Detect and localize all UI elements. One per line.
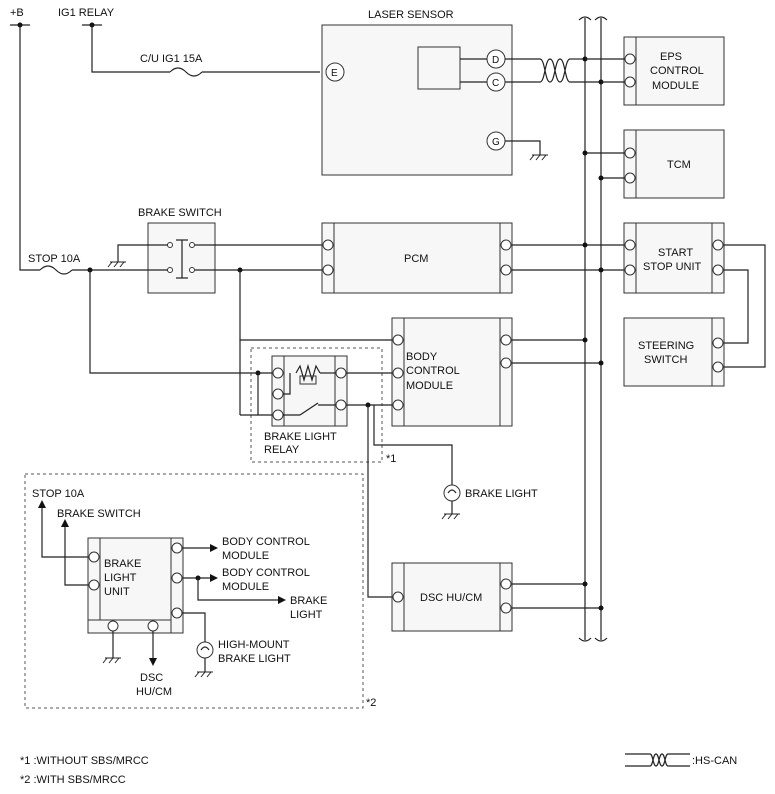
brake-switch: BRAKE SWITCH — [107, 207, 322, 294]
high-mount-label-line2: BRAKE LIGHT — [218, 653, 291, 665]
inset-bcm2-label-line2: MODULE — [222, 581, 269, 593]
plus-b-feed: +B STOP 10A — [10, 7, 148, 275]
hs-can-bus — [578, 16, 608, 642]
laser-sensor: LASER SENSOR E D C G — [321, 9, 548, 176]
inset-dsc-label-line1: DSC — [140, 672, 163, 684]
pcm-module: PCM — [321, 222, 624, 294]
ground-icon — [107, 261, 126, 268]
high-mount-label-line1: HIGH-MOUNT — [218, 639, 290, 651]
bcm-label-line1: BODY — [406, 351, 438, 363]
ground-icon — [194, 671, 213, 678]
steering-label-line2: SWITCH — [644, 354, 687, 366]
blu-label-line3: UNIT — [104, 586, 130, 598]
tcm-module: TCM — [582, 129, 725, 199]
brake-light-relay-label-line1: BRAKE LIGHT — [264, 431, 337, 443]
start-stop-label-line2: STOP UNIT — [643, 261, 702, 273]
ref-1-label: *1 — [386, 453, 396, 465]
inset-dsc-label-line2: HU/CM — [136, 686, 172, 698]
inset-bcm1-label-line2: MODULE — [222, 550, 269, 562]
eps-label-line3: MODULE — [652, 80, 699, 92]
ref-2-label: *2 — [366, 697, 376, 709]
laser-sensor-label: LASER SENSOR — [368, 9, 454, 21]
inset-bcm2-label-line1: BODY CONTROL — [222, 567, 310, 579]
tcm-label: TCM — [667, 159, 691, 171]
inset-stop-10a-label: STOP 10A — [32, 488, 85, 500]
legend-hscan-label: :HS-CAN — [692, 755, 737, 767]
inset-brake-light-label-line2: LIGHT — [290, 609, 323, 621]
bcm-label-line3: MODULE — [406, 380, 453, 392]
note-2: *2 :WITH SBS/MRCC — [20, 774, 126, 786]
blu-label-line2: LIGHT — [104, 572, 137, 584]
bcm-label-line2: CONTROL — [406, 365, 460, 377]
ig1-relay-label: IG1 RELAY — [58, 7, 115, 19]
blu-label-line1: BRAKE — [104, 558, 141, 570]
relay-wiring — [89, 270, 453, 598]
ig1-relay-feed: IG1 RELAY C/U IG1 15A — [58, 7, 320, 77]
inset-brake-light-label-line1: BRAKE — [290, 595, 327, 607]
ground-icon — [441, 513, 460, 520]
pin-d-label: D — [492, 55, 499, 66]
steering-label-line1: STEERING — [638, 340, 694, 352]
dsc-label: DSC HU/CM — [420, 592, 482, 604]
inset-bcm1-label-line1: BODY CONTROL — [222, 536, 310, 548]
pin-g-label: G — [492, 137, 500, 148]
eps-control-module: EPS CONTROL MODULE — [585, 36, 725, 106]
steering-switch: STEERING SWITCH — [623, 317, 725, 387]
cu-ig1-15a-label: C/U IG1 15A — [140, 53, 203, 65]
ground-icon — [529, 154, 548, 161]
dsc-hucm-module: DSC HU/CM — [391, 562, 604, 632]
start-stop-label-line1: START — [658, 247, 693, 259]
bulb-icon — [200, 646, 210, 651]
brake-light-relay: BRAKE LIGHT RELAY *1 — [250, 347, 396, 465]
ground-icon — [102, 657, 121, 664]
body-control-module: BODY CONTROL MODULE — [239, 270, 604, 427]
footnotes: *1 :WITHOUT SBS/MRCC *2 :WITH SBS/MRCC — [20, 755, 149, 786]
eps-label-line2: CONTROL — [650, 65, 704, 77]
stop-10a-label: STOP 10A — [28, 253, 81, 265]
arrow-right-icon — [210, 574, 218, 582]
arrow-up-icon — [38, 500, 46, 508]
hs-can-twisted-pair — [505, 56, 604, 85]
bulb-icon — [447, 489, 457, 494]
start-stop-unit: START STOP UNIT — [623, 222, 766, 368]
inset-brake-switch-label: BRAKE SWITCH — [57, 508, 141, 520]
eps-label-line1: EPS — [660, 51, 682, 63]
brake-switch-label: BRAKE SWITCH — [138, 207, 222, 219]
arrow-up-icon — [61, 519, 69, 527]
legend: :HS-CAN — [625, 753, 737, 767]
note-1: *1 :WITHOUT SBS/MRCC — [20, 755, 149, 767]
brake-light: BRAKE LIGHT — [441, 484, 538, 520]
pcm-label: PCM — [404, 253, 428, 265]
brake-light-label: BRAKE LIGHT — [465, 488, 538, 500]
brake-light-relay-label-line2: RELAY — [264, 444, 300, 456]
sbs-mrcc-inset: *2 STOP 10A BRAKE SWITCH BRAKE LIGHT UNI… — [24, 473, 376, 709]
plus-b-label: +B — [10, 7, 24, 19]
arrow-down-icon — [149, 658, 157, 666]
pin-c-label: C — [492, 78, 499, 89]
arrow-right-icon — [210, 544, 218, 552]
pin-e-label: E — [331, 68, 338, 79]
arrow-right-icon — [278, 596, 286, 604]
